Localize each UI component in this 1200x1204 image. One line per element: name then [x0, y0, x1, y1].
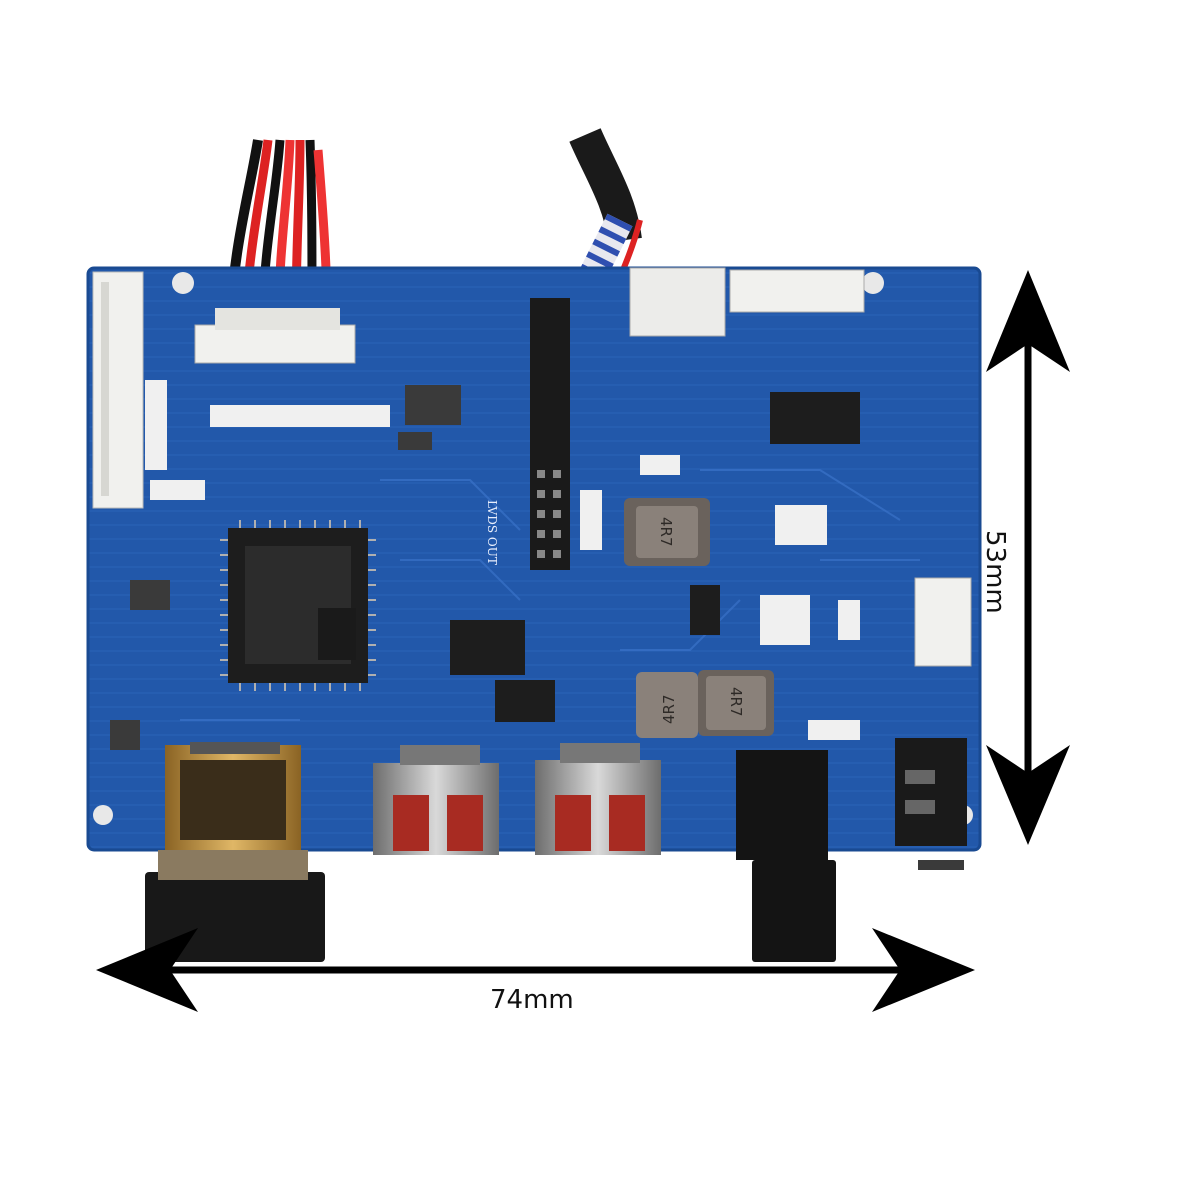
ic-chip — [495, 680, 555, 722]
svg-text:4R7: 4R7 — [657, 517, 675, 547]
lvds-out-silkscreen: LVDS OUT — [485, 500, 499, 565]
mounting-hole — [172, 272, 194, 294]
ic-chip — [450, 620, 525, 675]
side-connector — [92, 271, 144, 509]
width-arrow — [96, 928, 975, 1012]
regulator — [690, 585, 720, 635]
dc-power-jack — [736, 750, 836, 962]
inductor: 4R7 — [624, 498, 710, 566]
right-connector — [914, 577, 972, 667]
inductor: 4R7 — [698, 670, 774, 736]
inductor: 4R7 — [636, 672, 698, 738]
pcb-traces — [180, 469, 920, 721]
smd-components — [110, 380, 860, 750]
width-dimension-label: 74mm — [490, 985, 574, 1015]
audio-jack — [895, 738, 967, 870]
height-arrow — [986, 270, 1070, 845]
svg-text:4R7: 4R7 — [727, 687, 745, 717]
height-dimension-label: 53mm — [980, 530, 1010, 614]
top-connector — [629, 267, 726, 337]
mounting-hole — [862, 272, 884, 294]
lvds-pin-header — [530, 298, 570, 570]
svg-text:4R7: 4R7 — [660, 694, 678, 724]
usb-port — [535, 743, 661, 855]
usb-port — [373, 745, 499, 855]
top-right-connector — [729, 269, 865, 313]
wire-to-board-connector — [194, 324, 356, 364]
hdmi-port — [145, 742, 325, 962]
ic-chip — [770, 392, 860, 444]
mounting-hole — [93, 805, 113, 825]
